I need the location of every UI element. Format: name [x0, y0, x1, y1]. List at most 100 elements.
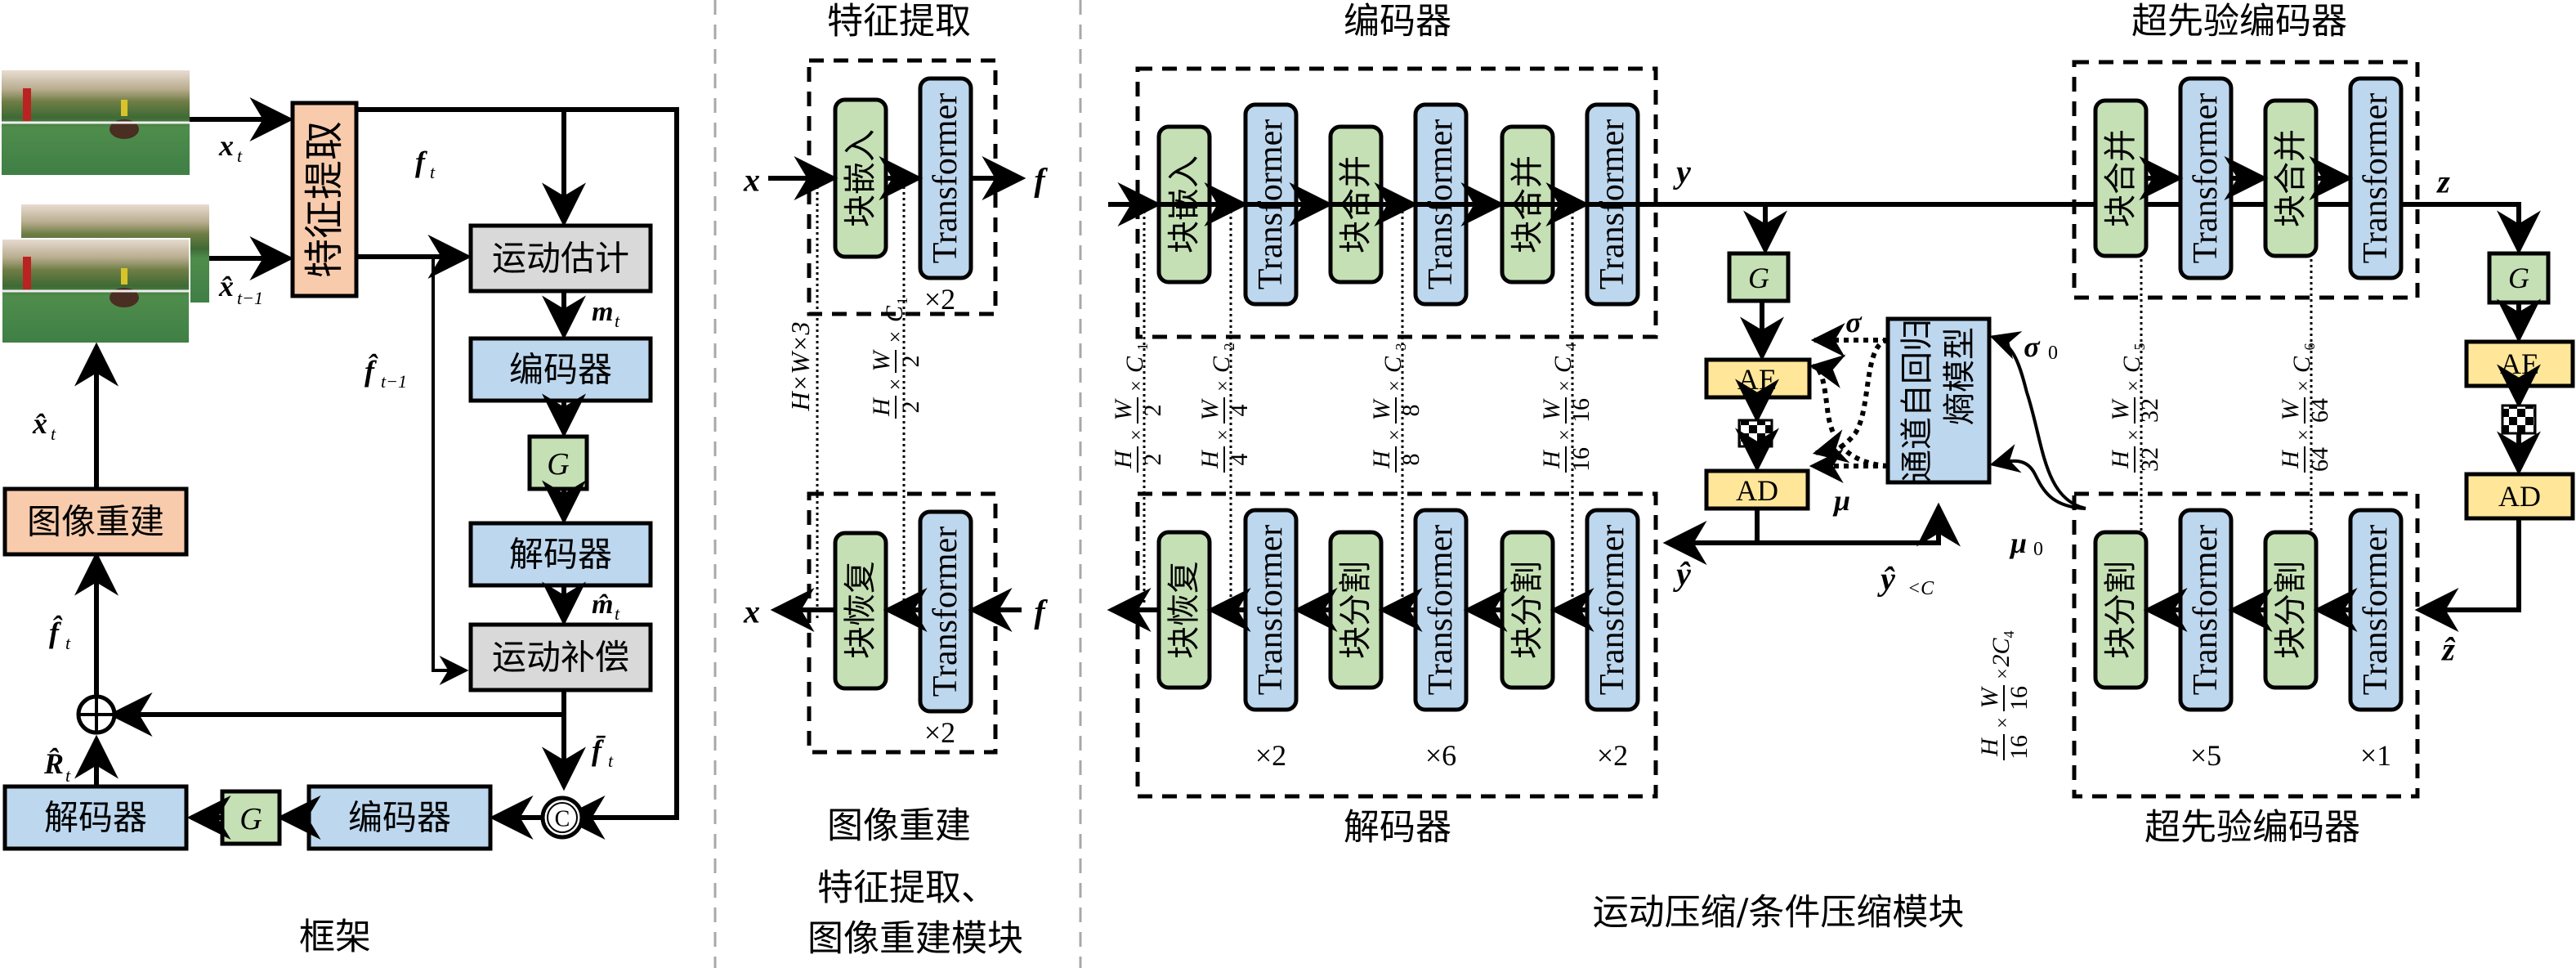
svg-text:×: × — [883, 331, 907, 343]
svg-text:×: × — [2123, 429, 2144, 441]
fm-patch-embed-label: 块嵌入 — [842, 129, 879, 227]
svg-text:×: × — [1126, 380, 1147, 392]
decoder-block-1-label: 块恢复 — [1165, 561, 1203, 659]
label-xhat-t: x̂ t — [32, 407, 56, 444]
svg-text:×: × — [1213, 380, 1234, 392]
svg-text:t−1: t−1 — [381, 371, 407, 392]
svg-text:4: 4 — [1226, 454, 1253, 466]
svg-text:m̂: m̂ — [592, 589, 613, 620]
hyper-encoder-dashed-group — [2072, 60, 2420, 300]
context-decoder-box — [2, 784, 189, 851]
svg-text:W: W — [1976, 686, 2003, 709]
label-fhat-t: f̂ t — [49, 615, 71, 653]
svg-text:4: 4 — [1226, 405, 1253, 417]
decoder-repeat-1: ×2 — [1255, 739, 1286, 772]
feature-module-panel: 特征提取 块嵌入 Transformer ×2 x f H×W×3 H 2 × … — [743, 1, 1048, 960]
svg-text:t: t — [430, 162, 436, 182]
svg-text:t: t — [615, 311, 620, 331]
entropy-model-label-2: 熵模型 — [1941, 327, 1979, 425]
entropy-g-label: G — [1748, 262, 1769, 294]
svg-text:2: 2 — [1139, 454, 1166, 466]
decoder-repeat-3: ×2 — [1597, 739, 1628, 772]
hyper-decoder-block-4-label: Transformer — [2357, 525, 2395, 695]
hyper-decoder-title: 超先验编码器 — [2144, 807, 2360, 849]
svg-text:H: H — [868, 397, 895, 417]
decoder-block-4-label: Transformer — [1422, 525, 1460, 695]
feature-module-caption-1: 特征提取、 — [817, 867, 997, 909]
fm-label-x-in: x — [743, 162, 760, 199]
svg-text:0: 0 — [2033, 539, 2043, 560]
arrow-mu-to-ae — [1809, 354, 1889, 468]
concat-node-inner — [547, 802, 578, 833]
svg-text:t: t — [237, 146, 243, 166]
svg-text:H: H — [1196, 449, 1223, 469]
motion-encoder-label: 编码器 — [509, 350, 612, 390]
label-mu0: μ 0 — [2009, 527, 2043, 560]
svg-text:C: C — [1380, 356, 1407, 373]
svg-text:C: C — [1121, 356, 1148, 373]
fm-label-f-in: f — [1034, 594, 1048, 630]
svg-text:f̄: f̄ — [592, 734, 606, 767]
svg-text:×: × — [2293, 429, 2314, 441]
wire-ft-loop — [356, 107, 679, 840]
fm-transformer-bottom-label: Transformer — [927, 527, 964, 697]
svg-text:t: t — [65, 633, 71, 653]
image-reconstruction-label: 图像重建 — [27, 502, 164, 542]
hyper-encoder-title: 超先验编码器 — [2131, 1, 2347, 43]
svg-text:6: 6 — [2301, 343, 2318, 351]
svg-text:8: 8 — [1398, 454, 1424, 466]
quantizer-g-bottom-label: G — [239, 802, 262, 836]
svg-text:t−1: t−1 — [237, 288, 263, 308]
svg-text:C: C — [2288, 356, 2315, 373]
svg-text:16: 16 — [1568, 447, 1594, 472]
svg-text:C: C — [1550, 356, 1576, 373]
concat-node — [540, 795, 584, 840]
svg-text:H: H — [2277, 449, 2304, 469]
svg-text:×: × — [883, 379, 907, 391]
svg-text:W: W — [1368, 398, 1395, 421]
svg-text:2: 2 — [897, 401, 924, 414]
decoder-block-3-label: 块分割 — [1337, 561, 1375, 659]
svg-text:W: W — [2277, 398, 2304, 421]
decoder-block-2-label: Transformer — [1252, 525, 1290, 695]
svg-text:×: × — [1384, 380, 1406, 392]
quantizer-g-top-label: G — [547, 447, 569, 482]
svg-text:σ: σ — [2024, 330, 2041, 363]
label-yhat-lt-c: ŷ <C — [1877, 561, 1934, 600]
svg-text:64: 64 — [2306, 398, 2333, 423]
label-xhat-tm1: x̂ t−1 — [218, 270, 263, 308]
motion-decoder-label: 解码器 — [509, 535, 612, 575]
feature-extract-label: 特征提取 — [302, 121, 347, 278]
svg-text:64: 64 — [2306, 447, 2333, 472]
svg-text:×: × — [1126, 429, 1147, 441]
svg-text:<C: <C — [1907, 578, 1934, 599]
ae-label: AE — [1737, 363, 1777, 396]
svg-text:32: 32 — [2136, 398, 2163, 423]
svg-text:16: 16 — [1568, 398, 1594, 423]
fm-repeat-top: ×2 — [924, 283, 955, 316]
svg-text:t: t — [608, 751, 614, 771]
hyper-decoder-block-2-label: Transformer — [2187, 525, 2225, 695]
label-mu: μ — [1832, 484, 1850, 517]
label-yhat: ŷ — [1673, 556, 1691, 593]
svg-text:8: 8 — [1398, 405, 1424, 417]
svg-text:C: C — [2118, 356, 2145, 373]
decoder-title: 解码器 — [1344, 807, 1451, 849]
arrow-fhat-to-mc — [432, 257, 469, 685]
svg-text:16: 16 — [2006, 686, 2033, 710]
arrow-yhat-to-entropy — [1757, 502, 1961, 547]
motion-compensation-box — [468, 622, 653, 692]
svg-text:H: H — [2107, 449, 2134, 469]
arrow-sigma0 — [1989, 331, 2086, 510]
feature-module-bottom-title: 图像重建 — [827, 805, 971, 847]
label-rhat-t: R̂ t — [43, 747, 71, 786]
svg-text:×: × — [2293, 380, 2314, 392]
label-m-t: m t — [592, 297, 620, 331]
svg-text:×: × — [1554, 380, 1576, 392]
entropy-model-label-1: 通道自回归 — [1898, 319, 1936, 482]
svg-text:H: H — [1976, 737, 2003, 757]
